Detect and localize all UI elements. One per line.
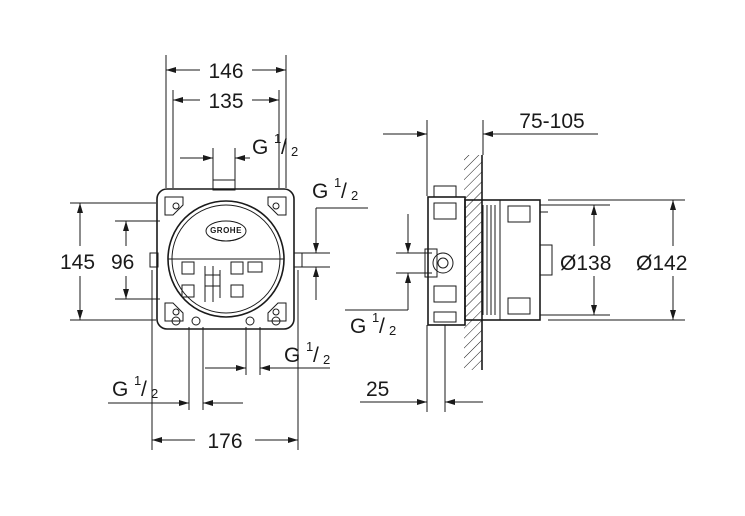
front-bottom-outlets: [171, 316, 281, 326]
svg-text:/: /: [379, 315, 385, 338]
dim-right-thread: G 1 / 2: [300, 175, 368, 300]
label-thread-bottom-left-den: 2: [151, 386, 158, 401]
dim-height-145: 145: [60, 202, 156, 321]
dim-label-75-105: 75-105: [519, 110, 584, 133]
label-thread-top-g: G: [252, 136, 268, 159]
dim-label-176: 176: [207, 430, 242, 453]
dim-width-135: 135: [172, 90, 280, 188]
dim-height-96: 96: [111, 220, 160, 300]
dim-width-176: 176: [151, 270, 299, 453]
label-thread-bottom-left-g: G: [112, 378, 128, 401]
label-thread-top-num: 1: [274, 131, 281, 146]
label-thread-right-num: 1: [334, 175, 341, 190]
dim-label-d142: Ø142: [636, 252, 687, 275]
label-thread-right-g: G: [312, 180, 328, 203]
wall-hatching: [464, 155, 482, 370]
dim-label-145: 145: [60, 251, 95, 274]
brand-logo: GROHE: [210, 226, 242, 235]
label-thread-side-den: 2: [389, 323, 396, 338]
dim-offset-25: 25: [360, 325, 483, 412]
svg-text:/: /: [341, 180, 347, 203]
dim-depth-75-105: 75-105: [383, 110, 598, 196]
label-thread-top-den: 2: [291, 144, 298, 159]
dim-label-25: 25: [366, 378, 389, 401]
dim-diameter-138: Ø138: [540, 204, 611, 316]
svg-text:/: /: [141, 378, 147, 401]
front-view: GROHE: [149, 179, 303, 330]
front-right-port: [293, 252, 303, 268]
dim-bottom-left-thread: G 1 / 2: [108, 327, 243, 410]
label-thread-bottom-left-num: 1: [134, 373, 141, 388]
svg-text:/: /: [281, 136, 287, 159]
dim-diameter-142: Ø142: [548, 199, 687, 321]
front-left-port: [149, 252, 159, 268]
label-thread-side-num: 1: [372, 310, 379, 325]
label-thread-bottom-right-den: 2: [323, 352, 330, 367]
label-thread-right-den: 2: [351, 188, 358, 203]
label-thread-bottom-right-g: G: [284, 344, 300, 367]
label-thread-bottom-right-num: 1: [306, 339, 313, 354]
dim-top-thread: G 1 / 2: [180, 131, 298, 180]
side-connection: [432, 252, 454, 274]
side-view: [424, 155, 553, 370]
side-thread-lines: [482, 205, 496, 315]
dim-bottom-right-thread: G 1 / 2: [205, 327, 330, 375]
dim-width-146: 146: [165, 55, 287, 188]
front-top-inlet: [212, 179, 236, 191]
dim-label-135: 135: [208, 90, 243, 113]
dim-label-96: 96: [111, 251, 134, 274]
dim-label-d138: Ø138: [560, 252, 611, 275]
label-thread-side-g: G: [350, 315, 366, 338]
dim-label-146: 146: [208, 60, 243, 83]
front-internal-components: [181, 261, 263, 302]
svg-text:/: /: [313, 344, 319, 367]
dim-side-thread: G 1 / 2: [345, 214, 432, 338]
